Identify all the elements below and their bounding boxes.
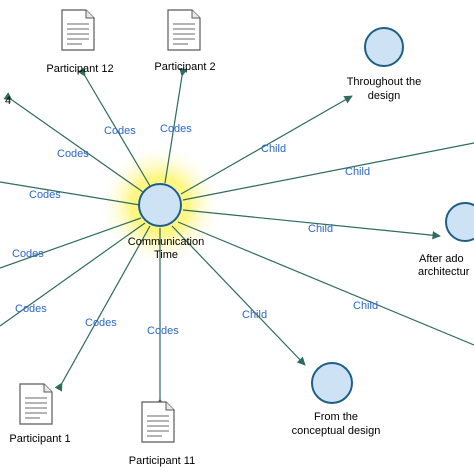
document-node-participant-12[interactable]: Participant 12 xyxy=(46,9,114,75)
document-node-participant-1[interactable]: Participant 1 xyxy=(9,383,71,445)
edge-child-after-architecture[interactable] xyxy=(182,209,441,240)
concept-node-after-architecture[interactable]: After ado architectur xyxy=(418,202,474,278)
document-node-participant-11[interactable]: Participant 11 xyxy=(129,401,195,467)
edge-label-child: Child xyxy=(242,309,267,321)
document-label: Participant 1 xyxy=(9,433,70,445)
codes-edges xyxy=(0,67,188,407)
edge-labels: Codes Codes Codes Codes Codes Codes Code… xyxy=(12,123,378,337)
document-icon xyxy=(141,401,175,443)
concept-node-throughout-the-design[interactable]: Throughout the design xyxy=(347,27,422,102)
concept-node-label-line1: Throughout the xyxy=(347,76,422,88)
edge-label-child: Child xyxy=(308,223,333,235)
document-icon xyxy=(167,9,201,51)
document-icon xyxy=(61,9,95,51)
edge-codes-participant-1[interactable] xyxy=(54,225,151,392)
edge-label-codes: Codes xyxy=(160,123,192,135)
center-node[interactable]: Communication Time xyxy=(128,183,204,261)
cutoff-node-label: 4 xyxy=(5,95,11,107)
edge-label-codes: Codes xyxy=(12,248,44,260)
edge-label-codes: Codes xyxy=(85,317,117,329)
concept-node-circle[interactable] xyxy=(311,362,353,404)
edge-label-child: Child xyxy=(261,143,286,155)
concept-node-from-the-conceptual-design[interactable]: From the conceptual design xyxy=(292,362,381,437)
edge-codes-4[interactable] xyxy=(3,92,144,193)
edge-child-throughout-the-design[interactable] xyxy=(180,95,353,195)
document-icon xyxy=(19,383,53,425)
edge-label-codes: Codes xyxy=(29,189,61,201)
concept-node-label-line2: conceptual design xyxy=(292,425,381,437)
edge-label-codes: Codes xyxy=(104,125,136,137)
edge-label-codes: Codes xyxy=(15,303,47,315)
edge-child-right-top[interactable] xyxy=(182,142,474,201)
center-node-label-line1: Communication xyxy=(128,236,204,248)
edge-codes-left-2[interactable] xyxy=(0,217,142,269)
edge-child-right-bottom[interactable] xyxy=(177,221,474,346)
edge-codes-participant-2[interactable] xyxy=(164,67,188,184)
edge-codes-left-3[interactable] xyxy=(0,222,146,327)
child-edges xyxy=(171,95,474,366)
edge-child-from-the-conceptual-design[interactable] xyxy=(171,225,306,366)
concept-node-circle[interactable] xyxy=(364,27,404,67)
document-label: Participant 11 xyxy=(129,455,195,467)
edge-codes-participant-12[interactable] xyxy=(77,67,151,187)
center-node-circle[interactable] xyxy=(138,183,182,227)
concept-node-label-line2: architectur xyxy=(418,266,470,278)
edge-label-codes: Codes xyxy=(57,148,89,160)
concept-node-label-line1: After ado xyxy=(419,253,464,265)
concept-node-circle[interactable] xyxy=(445,202,474,242)
document-node-participant-2[interactable]: Participant 2 xyxy=(154,9,216,73)
document-label: Participant 2 xyxy=(154,61,215,73)
concept-node-label-line2: design xyxy=(368,90,400,102)
concept-node-label-line1: From the xyxy=(314,411,358,423)
edge-label-codes: Codes xyxy=(147,325,179,337)
edge-codes-left-1[interactable] xyxy=(0,181,141,206)
edge-label-child: Child xyxy=(353,300,378,312)
center-node-label-line2: Time xyxy=(154,249,178,261)
document-label: Participant 12 xyxy=(46,63,113,75)
edge-label-child: Child xyxy=(345,166,370,178)
